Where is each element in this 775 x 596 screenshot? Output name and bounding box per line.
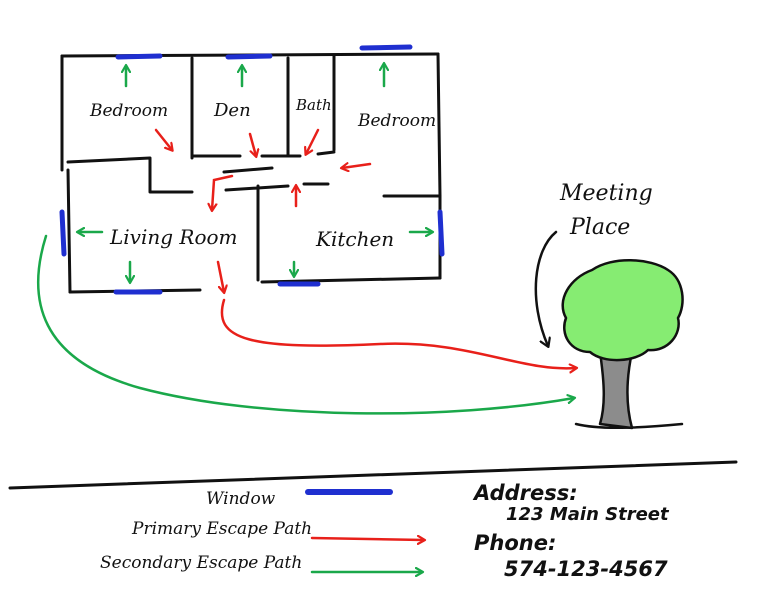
window-bedroom-right [359, 44, 413, 51]
red-path-meeting [220, 298, 576, 368]
window-den [225, 53, 273, 60]
wall-hall-top [222, 166, 274, 174]
window-bedroom-left [115, 53, 163, 60]
meeting-place: Meeting Place [534, 181, 684, 430]
red-arrow-den [248, 132, 256, 156]
legend: Window Primary Escape Path Secondary Esc… [100, 489, 424, 573]
tree-leaves [561, 259, 684, 362]
room-labels: Bedroom Den Bath Bedroom Living Room Kit… [89, 96, 436, 251]
address-value: 123 Main Street [506, 504, 670, 525]
wall-bedroom-bottom [66, 156, 194, 194]
green-path-meeting [36, 234, 574, 415]
label-kitchen: Kitchen [315, 227, 394, 251]
meeting-place-line1: Meeting [559, 181, 653, 206]
label-bath: Bath [295, 96, 332, 114]
legend-window-label: Window [206, 489, 276, 509]
windows [59, 44, 445, 295]
tree-icon [561, 259, 684, 430]
address-label: Address: [472, 481, 578, 505]
legend-secondary-label: Secondary Escape Path [100, 553, 302, 573]
tree-trunk [598, 350, 634, 430]
red-arrow-bedroom [154, 128, 172, 150]
outer-wall-left [60, 54, 72, 294]
secondary-arrows [36, 64, 574, 415]
primary-arrows [154, 128, 576, 368]
window-living-left [59, 209, 67, 257]
label-living-room: Living Room [109, 225, 238, 249]
wall-hall-mid [224, 182, 330, 192]
red-arrow-hall [212, 174, 234, 210]
red-arrow-bedroom-right [342, 164, 372, 168]
meeting-pointer-arrow [534, 230, 558, 346]
label-bedroom-right: Bedroom [357, 111, 436, 131]
legend-primary-label: Primary Escape Path [131, 519, 312, 539]
meeting-place-line2: Place [569, 215, 630, 240]
red-arrow-bath [306, 128, 320, 154]
phone-value: 574-123-4567 [504, 557, 668, 581]
legend-divider [8, 460, 738, 490]
wall-den-bottom [190, 150, 336, 158]
label-bedroom-left: Bedroom [89, 101, 168, 121]
floor-plan [60, 52, 442, 294]
window-kitchen-right [437, 209, 445, 257]
contact-info: Address: 123 Main Street Phone: 574-123-… [472, 481, 670, 581]
legend-primary-swatch [310, 538, 424, 540]
red-arrow-living-down [216, 260, 224, 292]
phone-label: Phone: [474, 531, 556, 555]
label-den: Den [213, 100, 251, 121]
